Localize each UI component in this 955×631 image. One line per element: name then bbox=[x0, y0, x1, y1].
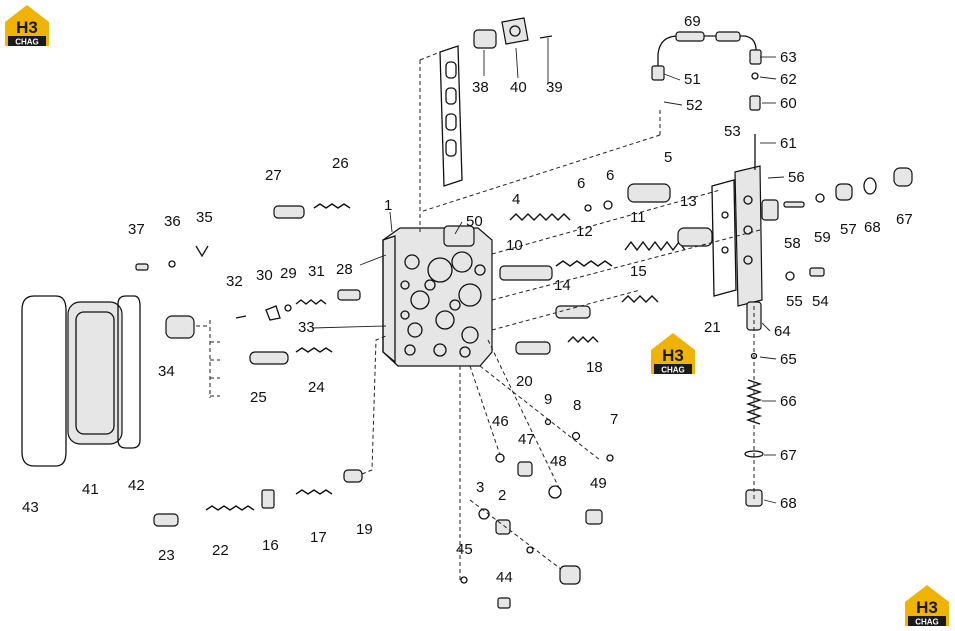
label-13: 13 bbox=[680, 193, 697, 210]
svg-text:H3: H3 bbox=[16, 18, 38, 37]
brand-logo-top-left: H3 CHAG bbox=[2, 2, 52, 48]
label-2: 2 bbox=[498, 487, 506, 504]
side-cover bbox=[21, 295, 141, 467]
label-15: 15 bbox=[630, 263, 647, 280]
label-11: 11 bbox=[630, 209, 646, 226]
label-61: 61 bbox=[780, 135, 797, 152]
label-43: 43 bbox=[22, 499, 39, 516]
bottom-diagonal bbox=[459, 339, 614, 609]
logo-icon: H3 CHAG bbox=[905, 585, 949, 627]
label-27: 27 bbox=[265, 167, 282, 184]
label-56: 56 bbox=[788, 169, 805, 186]
brand-logo-center: H3 CHAG bbox=[648, 330, 698, 376]
label-62: 62 bbox=[780, 71, 797, 88]
valve-body bbox=[382, 225, 493, 367]
label-30: 30 bbox=[256, 267, 273, 284]
label-45: 45 bbox=[456, 541, 473, 558]
label-63: 63 bbox=[780, 49, 797, 66]
label-55: 55 bbox=[786, 293, 803, 310]
label-17: 17 bbox=[310, 529, 327, 546]
label-7: 7 bbox=[610, 411, 618, 428]
left-parts bbox=[135, 203, 387, 398]
label-35: 35 bbox=[196, 209, 213, 226]
label-1: 1 bbox=[384, 197, 392, 214]
label-49: 49 bbox=[590, 475, 607, 492]
label-21: 21 bbox=[704, 319, 721, 336]
label-8: 8 bbox=[573, 397, 581, 414]
label-38: 38 bbox=[472, 79, 489, 96]
label-18: 18 bbox=[586, 359, 603, 376]
upper-gasket bbox=[419, 17, 553, 235]
label-66: 66 bbox=[780, 393, 797, 410]
svg-text:CHAG: CHAG bbox=[15, 38, 39, 47]
label-24: 24 bbox=[308, 379, 325, 396]
label-20: 20 bbox=[516, 373, 533, 390]
label-25: 25 bbox=[250, 389, 267, 406]
label-52: 52 bbox=[686, 97, 703, 114]
label-51: 51 bbox=[684, 71, 701, 88]
label-46: 46 bbox=[492, 413, 509, 430]
svg-text:CHAG: CHAG bbox=[915, 618, 939, 627]
label-68b: 68 bbox=[780, 495, 797, 512]
label-9: 9 bbox=[544, 391, 552, 408]
label-65: 65 bbox=[780, 351, 797, 368]
label-69: 69 bbox=[684, 13, 701, 30]
label-19: 19 bbox=[356, 521, 373, 538]
label-67b: 67 bbox=[780, 447, 797, 464]
label-5: 5 bbox=[664, 149, 672, 166]
part-labels: 1 2 3 4 5 6 6 7 8 9 10 11 12 13 14 15 16… bbox=[22, 13, 913, 586]
label-68a: 68 bbox=[864, 219, 881, 236]
label-47: 47 bbox=[518, 431, 535, 448]
bottom-chain bbox=[153, 335, 387, 527]
label-53: 53 bbox=[724, 123, 741, 140]
label-16: 16 bbox=[262, 537, 279, 554]
label-31: 31 bbox=[308, 263, 325, 280]
label-60: 60 bbox=[780, 95, 797, 112]
label-3: 3 bbox=[476, 479, 484, 496]
leader-lines bbox=[389, 38, 785, 504]
right-chain bbox=[744, 72, 913, 507]
label-58: 58 bbox=[784, 235, 801, 252]
spools bbox=[491, 183, 761, 355]
label-40: 40 bbox=[510, 79, 527, 96]
svg-text:CHAG: CHAG bbox=[661, 366, 685, 375]
label-26: 26 bbox=[332, 155, 349, 172]
label-50: 50 bbox=[466, 213, 483, 230]
label-37: 37 bbox=[128, 221, 145, 238]
label-59: 59 bbox=[814, 229, 831, 246]
label-67a: 67 bbox=[896, 211, 913, 228]
label-42: 42 bbox=[128, 477, 145, 494]
label-22: 22 bbox=[212, 542, 229, 559]
pipe-69 bbox=[419, 31, 762, 213]
label-10: 10 bbox=[506, 237, 523, 254]
label-54: 54 bbox=[812, 293, 829, 310]
right-plate bbox=[711, 165, 779, 307]
logo-icon: H3 CHAG bbox=[651, 333, 695, 375]
logo-icon: H3 CHAG bbox=[5, 5, 49, 47]
label-34: 34 bbox=[158, 363, 175, 380]
svg-text:H3: H3 bbox=[916, 598, 938, 617]
svg-text:H3: H3 bbox=[662, 346, 684, 365]
label-12: 12 bbox=[576, 223, 593, 240]
label-41: 41 bbox=[82, 481, 99, 498]
label-39: 39 bbox=[546, 79, 563, 96]
label-28: 28 bbox=[336, 261, 353, 278]
label-33: 33 bbox=[298, 319, 315, 336]
label-14: 14 bbox=[554, 277, 571, 294]
label-29: 29 bbox=[280, 265, 297, 282]
label-23: 23 bbox=[158, 547, 175, 564]
label-64: 64 bbox=[774, 323, 791, 340]
label-48: 48 bbox=[550, 453, 567, 470]
label-36: 36 bbox=[164, 213, 181, 230]
brand-logo-bottom-right: H3 CHAG bbox=[902, 582, 952, 628]
label-57: 57 bbox=[840, 221, 857, 238]
label-4: 4 bbox=[512, 191, 520, 208]
label-6b: 6 bbox=[606, 167, 614, 184]
label-44: 44 bbox=[496, 569, 513, 586]
label-6a: 6 bbox=[577, 175, 585, 192]
label-32: 32 bbox=[226, 273, 243, 290]
